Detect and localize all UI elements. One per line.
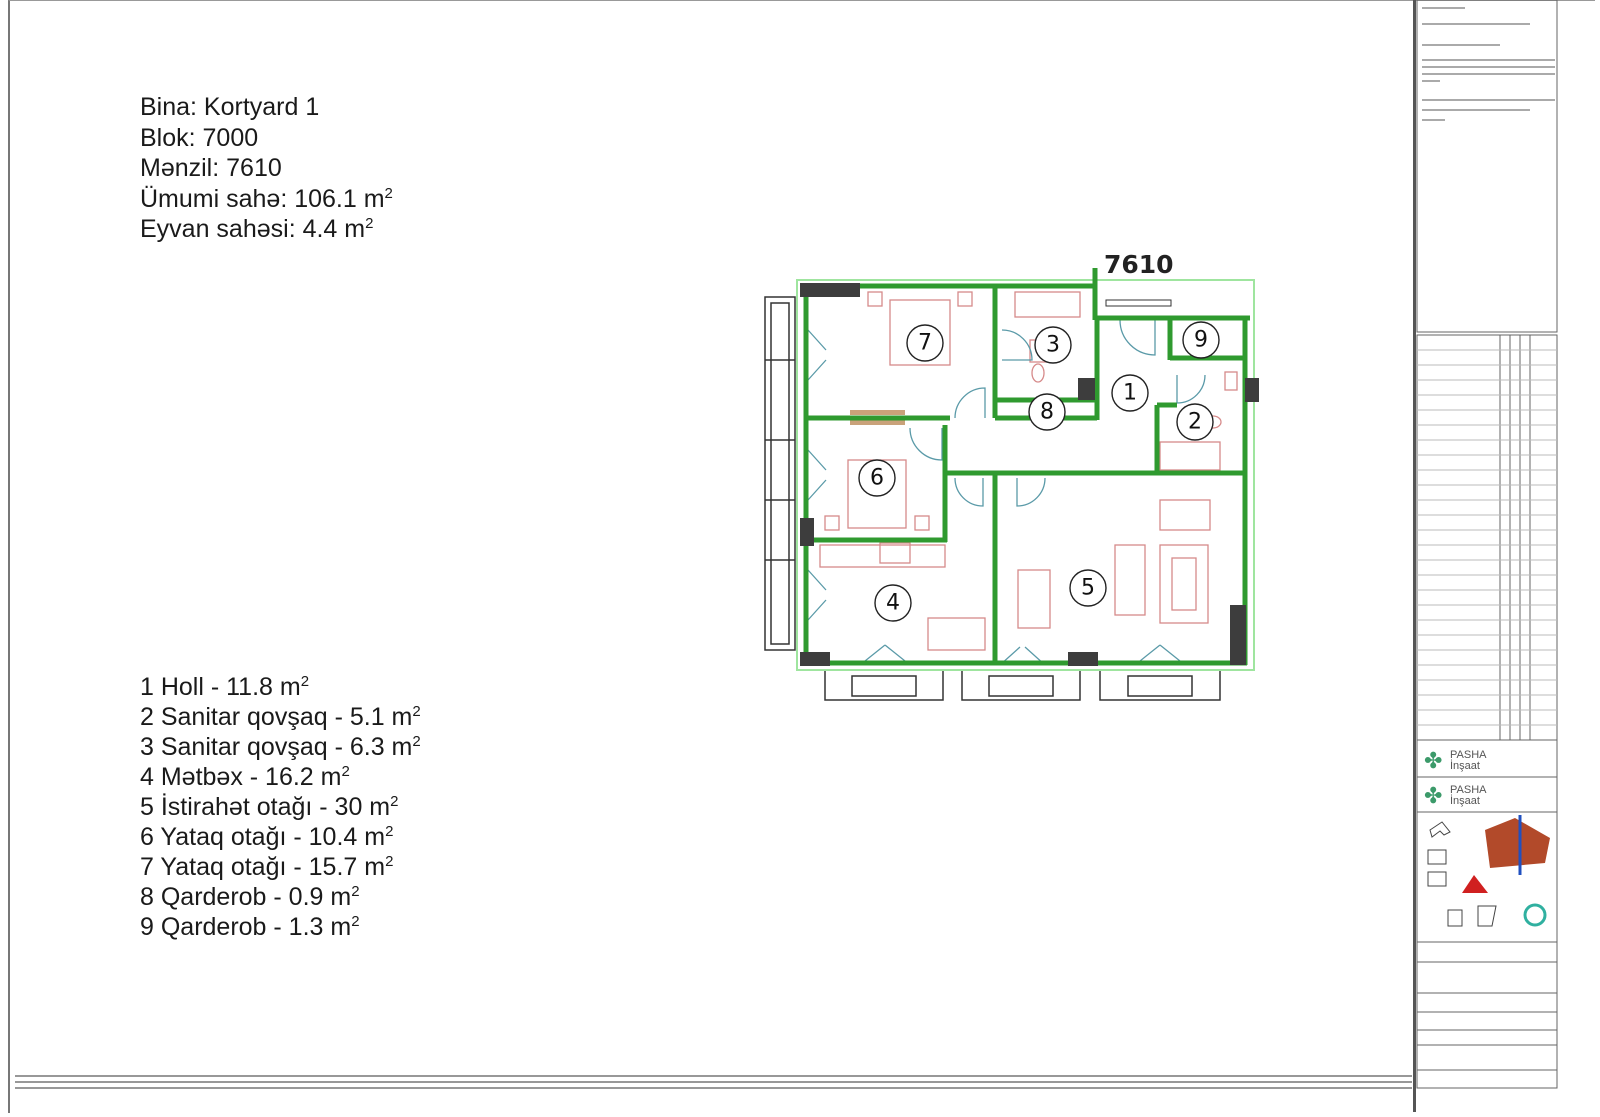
apartment-info: Bina: Kortyard 1 Blok: 7000 Mənzil: 7610… — [140, 92, 393, 245]
room-label-5: 5 — [1081, 576, 1095, 601]
title-block-rows — [1417, 349, 1557, 726]
room-marker — [874, 584, 912, 622]
building-label: Bina: Kortyard 1 — [140, 93, 320, 121]
room-label-2: 2 — [1188, 410, 1202, 435]
legend-item: 1 Holl - 11.8 m2 — [140, 673, 310, 701]
room-label-3: 3 — [1046, 333, 1060, 358]
total-area-label: Ümumi sahə: 106.1 m2 — [140, 184, 393, 213]
room-label-9: 9 — [1194, 328, 1208, 353]
legend-item: 6 Yataq otağı - 10.4 m2 — [140, 823, 394, 851]
title-block-frame — [1416, 0, 1558, 1089]
drawing-sheet — [8, 0, 1595, 1113]
legend-item: 9 Qarderob - 1.3 m2 — [140, 913, 360, 941]
room-marker — [1028, 393, 1066, 431]
notes-text-lines — [1422, 7, 1555, 121]
apartment-number: 7610 — [1104, 250, 1174, 279]
balconies — [764, 296, 1221, 701]
clover-icon: ✤ — [1424, 748, 1443, 773]
room-label-6: 6 — [870, 466, 884, 491]
outline — [796, 279, 1255, 671]
legend-item: 5 İstirahət otağı - 30 m2 — [140, 793, 399, 821]
window — [1105, 299, 1172, 307]
legend-item: 2 Sanitar qovşaq - 5.1 m2 — [140, 703, 421, 731]
pillars — [800, 283, 1259, 666]
room-marker — [1111, 374, 1149, 412]
room-label-7: 7 — [918, 331, 932, 356]
legend-item: 3 Sanitar qovşaq - 6.3 m2 — [140, 733, 421, 761]
legend-item: 8 Qarderob - 0.9 m2 — [140, 883, 360, 911]
wardrobe — [850, 420, 905, 425]
room-label-1: 1 — [1123, 381, 1137, 406]
room-marker — [1182, 321, 1220, 359]
block-label: Blok: 7000 — [140, 123, 259, 152]
balcony-area-label: Eyvan sahəsi: 4.4 m2 — [140, 215, 374, 243]
site-key-map — [1427, 815, 1550, 927]
room-marker — [858, 459, 896, 497]
room-label-4: 4 — [886, 591, 900, 616]
legend-item: 4 Mətbəx - 16.2 m2 — [140, 763, 350, 791]
clover-icon: ✤ — [1424, 783, 1443, 808]
room-legend: 1 Holl - 11.8 m2 2 Sanitar qovşaq - 5.1 … — [140, 672, 421, 942]
wardrobe — [850, 410, 905, 415]
apartment-label: Mənzil: 7610 — [140, 154, 282, 182]
room-marker — [1034, 326, 1072, 364]
room-marker — [1176, 403, 1214, 441]
room-marker — [906, 324, 944, 362]
doors — [807, 319, 1206, 666]
room-marker — [1069, 569, 1107, 607]
legend-item: 7 Yataq otağı - 15.7 m2 — [140, 853, 394, 881]
room-label-8: 8 — [1040, 400, 1054, 425]
sheet-border — [15, 1075, 1412, 1089]
